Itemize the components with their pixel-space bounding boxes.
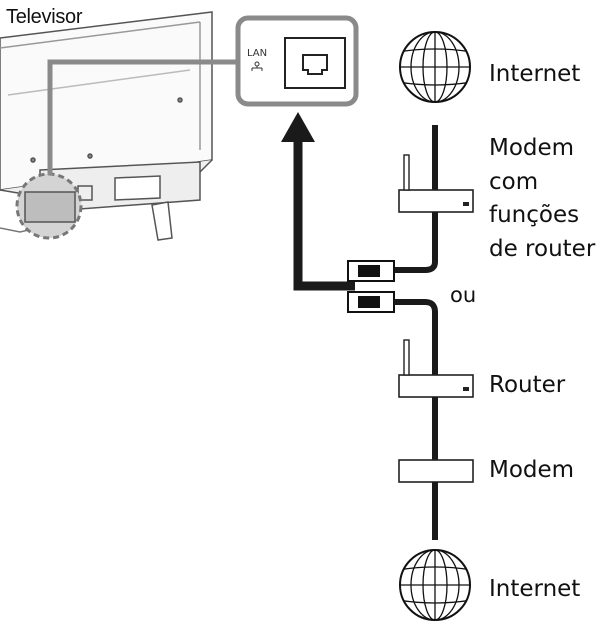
network-symbol-icon	[251, 61, 263, 71]
lan-port-icon	[284, 37, 346, 89]
rj45-plug-icon	[347, 291, 395, 313]
televisor-label: Televisor	[6, 6, 83, 28]
modem-label: Modem	[489, 457, 575, 483]
internet-top-label: Internet	[489, 61, 581, 87]
callout-line	[47, 59, 238, 175]
arrow-shaft	[293, 140, 355, 291]
tv-illustration	[0, 11, 213, 241]
router-label: Router	[489, 372, 566, 398]
modem-router-label-line1: Modem	[489, 135, 575, 161]
modem-router-label-line4: de router	[489, 236, 596, 262]
globe-icon	[399, 549, 471, 621]
modem-icon	[398, 459, 474, 483]
modem-router-label-line2: com	[489, 169, 539, 195]
tv-port-block	[24, 191, 76, 223]
router-icon	[398, 154, 474, 213]
or-label: ou	[450, 283, 477, 307]
globe-icon	[399, 31, 471, 103]
arrow-up-icon	[281, 112, 315, 142]
internet-bottom-label: Internet	[489, 576, 581, 602]
lan-port-label: LAN	[246, 48, 268, 59]
rj45-plug-icon	[347, 260, 395, 282]
modem-router-label-line3: funções	[489, 202, 580, 228]
